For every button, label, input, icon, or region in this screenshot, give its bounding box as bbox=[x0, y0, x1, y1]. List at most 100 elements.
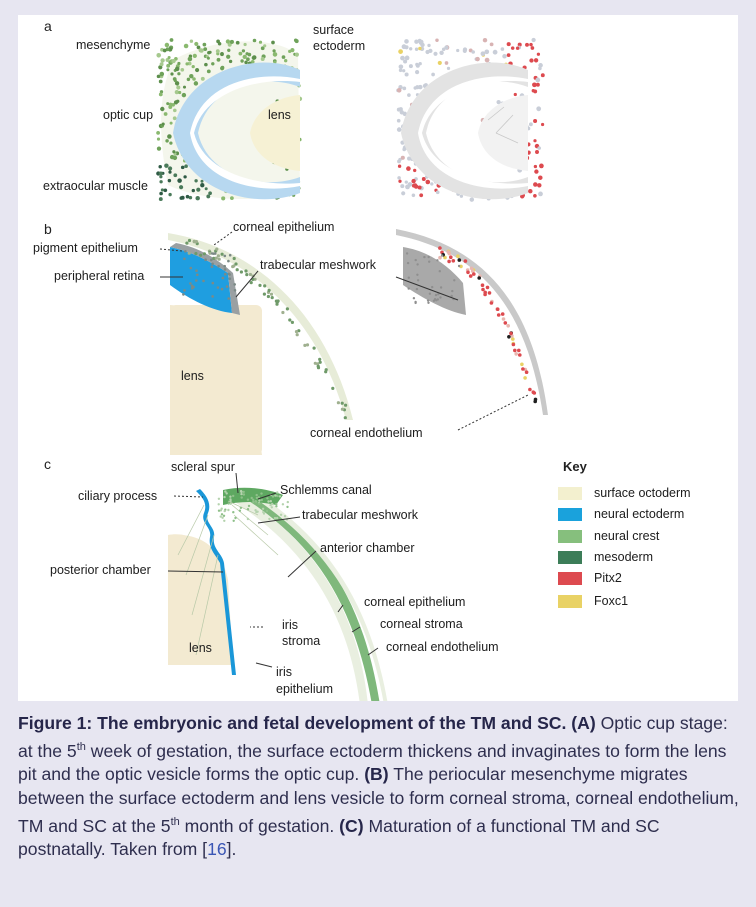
cell-dot bbox=[408, 182, 413, 187]
caption-citation-link[interactable]: 16 bbox=[207, 839, 227, 859]
cell-dot bbox=[538, 192, 543, 197]
cell-dot bbox=[168, 56, 171, 59]
cell-dot bbox=[538, 67, 542, 71]
cell-dot bbox=[200, 183, 204, 187]
cell-dot bbox=[243, 55, 247, 59]
panel-b-letter: b bbox=[44, 222, 52, 236]
cell-dot bbox=[230, 40, 234, 44]
cell-dot bbox=[218, 503, 220, 505]
cell-dot bbox=[173, 109, 177, 113]
cell-dot bbox=[256, 497, 258, 499]
cell-dot bbox=[536, 106, 541, 111]
cell-dot bbox=[520, 363, 524, 367]
cell-dot bbox=[176, 85, 180, 89]
cell-dot bbox=[531, 38, 535, 42]
cell-dot bbox=[245, 273, 248, 276]
cell-dot bbox=[241, 496, 243, 498]
cell-dot bbox=[215, 248, 218, 251]
cell-dot bbox=[466, 271, 470, 275]
cell-dot bbox=[477, 276, 481, 280]
cell-dot bbox=[223, 265, 226, 268]
cell-dot bbox=[185, 62, 188, 65]
caption-tag-c: (C) bbox=[339, 816, 363, 836]
cell-dot bbox=[537, 53, 540, 56]
cell-dot bbox=[537, 146, 541, 150]
cell-dot bbox=[227, 297, 230, 300]
cell-dot bbox=[240, 493, 242, 495]
caption-tag-a: (A) bbox=[571, 713, 595, 733]
cell-dot bbox=[511, 337, 515, 341]
cell-dot bbox=[295, 330, 298, 333]
cell-dot bbox=[273, 52, 278, 57]
cell-dot bbox=[168, 193, 171, 196]
cell-dot bbox=[286, 307, 289, 310]
cell-dot bbox=[497, 313, 501, 317]
cell-dot bbox=[541, 123, 544, 126]
cell-dot bbox=[458, 265, 460, 267]
cell-dot bbox=[247, 499, 249, 501]
cell-dot bbox=[204, 258, 207, 261]
cell-dot bbox=[220, 66, 224, 70]
cell-dot bbox=[221, 253, 224, 256]
cell-dot bbox=[218, 42, 221, 45]
cell-dot bbox=[195, 279, 198, 282]
cell-dot bbox=[266, 510, 268, 512]
cell-dot bbox=[205, 187, 208, 190]
cell-dot bbox=[227, 260, 230, 263]
cell-dot bbox=[436, 259, 438, 261]
cell-dot bbox=[203, 252, 206, 255]
cell-dot bbox=[275, 303, 278, 306]
cell-dot bbox=[401, 156, 405, 160]
cell-dot bbox=[444, 45, 448, 49]
cell-dot bbox=[180, 196, 184, 200]
cell-dot bbox=[438, 246, 442, 250]
cell-dot bbox=[178, 91, 181, 94]
cell-dot bbox=[184, 44, 189, 49]
cell-dot bbox=[427, 44, 430, 47]
cell-dot bbox=[217, 286, 220, 289]
caption-sup-b: th bbox=[171, 816, 180, 828]
cell-dot bbox=[173, 116, 177, 120]
cell-dot bbox=[414, 302, 416, 304]
key-item-mesoderm: mesoderm bbox=[558, 549, 653, 565]
cell-dot bbox=[218, 510, 220, 512]
cell-dot bbox=[187, 78, 190, 81]
cell-dot bbox=[416, 288, 418, 290]
cell-dot bbox=[222, 277, 225, 280]
cell-dot bbox=[199, 48, 203, 52]
cell-dot bbox=[158, 165, 161, 168]
cell-dot bbox=[256, 511, 258, 513]
key-swatch bbox=[558, 508, 582, 521]
label-corneal-stroma: corneal stroma bbox=[380, 618, 463, 631]
cell-dot bbox=[512, 343, 516, 347]
cell-dot bbox=[413, 169, 416, 172]
label-optic-cup: optic cup bbox=[103, 109, 153, 122]
cell-dot bbox=[157, 138, 160, 141]
cell-dot bbox=[243, 43, 246, 46]
cell-dot bbox=[199, 254, 202, 257]
cell-dot bbox=[226, 285, 229, 288]
key-item-neural-ectoderm: neural ectoderm bbox=[558, 506, 684, 522]
cell-dot bbox=[447, 260, 451, 264]
cell-dot bbox=[232, 511, 234, 513]
cell-dot bbox=[163, 49, 167, 53]
cell-dot bbox=[230, 196, 234, 200]
cell-dot bbox=[239, 52, 243, 56]
cell-dot bbox=[244, 269, 247, 272]
cell-dot bbox=[246, 57, 250, 61]
cell-dot bbox=[240, 270, 243, 273]
cell-dot bbox=[425, 180, 430, 185]
cell-dot bbox=[267, 295, 270, 298]
cell-dot bbox=[469, 274, 473, 278]
cell-dot bbox=[408, 277, 410, 279]
cell-dot bbox=[247, 508, 249, 510]
key-label: neural ectoderm bbox=[594, 507, 684, 521]
cell-dot bbox=[162, 123, 165, 126]
cell-dot bbox=[227, 509, 229, 511]
cell-dot bbox=[507, 53, 511, 57]
cell-dot bbox=[414, 86, 417, 89]
cell-dot bbox=[402, 87, 406, 91]
cell-dot bbox=[243, 493, 245, 495]
cell-dot bbox=[184, 250, 187, 253]
cell-dot bbox=[511, 46, 514, 49]
